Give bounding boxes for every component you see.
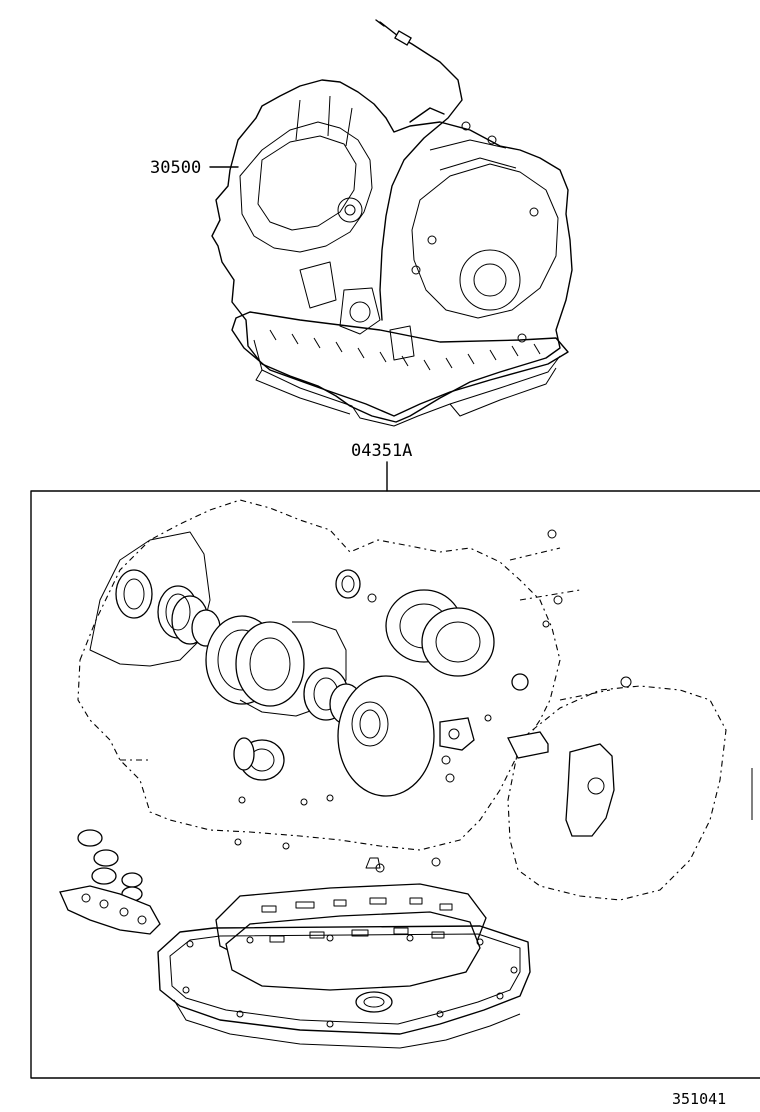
- gasket-kit-illustration[interactable]: [59, 499, 727, 1049]
- transmission-assembly-illustration[interactable]: [211, 19, 573, 427]
- diagram-id: 351041: [672, 1090, 726, 1108]
- part-number-04351A[interactable]: 04351A: [351, 441, 412, 461]
- gasket-kit-frame: [30, 490, 760, 1079]
- part-number-30500[interactable]: 30500: [150, 158, 201, 178]
